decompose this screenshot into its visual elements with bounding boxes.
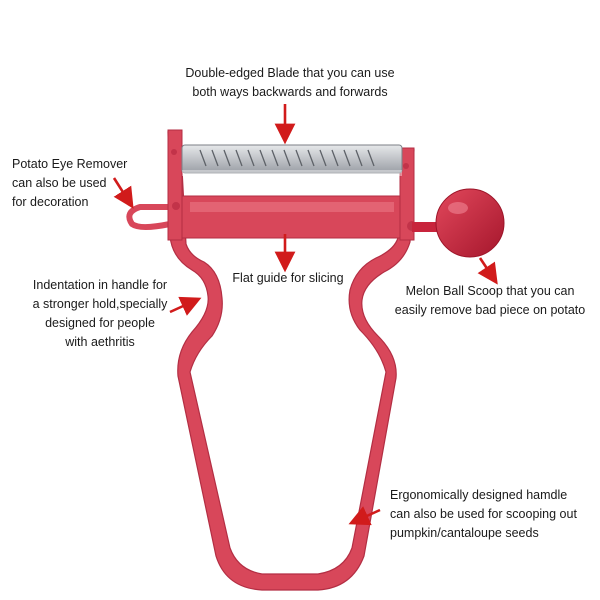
- callout-melon-ball: Melon Ball Scoop that you can easily rem…: [384, 282, 596, 320]
- callout-line: can also be used for scooping out: [390, 507, 577, 521]
- callout-arrows: [112, 104, 498, 526]
- callout-line: for decoration: [12, 195, 89, 209]
- double-edged-blade: [181, 144, 403, 176]
- callout-handle: Ergonomically designed hamdle can also b…: [390, 486, 577, 543]
- callout-line: Indentation in handle for: [32, 278, 168, 292]
- callout-line: Melon Ball Scoop that you can: [405, 284, 575, 298]
- red-arrow-icon: [169, 296, 202, 316]
- red-arrow-icon: [112, 177, 134, 209]
- callout-blade: Double-edged Blade that you can use both…: [170, 64, 410, 102]
- callout-line: a stronger hold,specially: [32, 297, 168, 311]
- callout-line: Flat guide for slicing: [232, 271, 344, 285]
- melon-ball-scoop: [412, 188, 505, 258]
- callout-indentation: Indentation in handle for a stronger hol…: [16, 276, 184, 352]
- callout-flat-guide: Flat guide for slicing: [222, 269, 354, 288]
- callout-line: both ways backwards and forwards: [192, 85, 388, 99]
- callout-line: Double-edged Blade that you can use: [185, 66, 395, 80]
- peeler-handle: [167, 129, 417, 591]
- callout-line: can also be used: [12, 176, 107, 190]
- callout-line: Potato Eye Remover: [12, 157, 128, 171]
- red-arrow-icon: [477, 257, 498, 285]
- callout-line: with aethritis: [65, 335, 135, 349]
- callout-line: easily remove bad piece on potato: [394, 303, 586, 317]
- red-arrow-icon: [348, 506, 381, 526]
- callout-line: designed for people: [45, 316, 155, 330]
- callout-eye-remover: Potato Eye Remover can also be used for …: [12, 155, 127, 212]
- eye-remover: [126, 204, 171, 230]
- callout-line: Ergonomically designed hamdle: [390, 488, 568, 502]
- callout-line: pumpkin/cantaloupe seeds: [390, 526, 539, 540]
